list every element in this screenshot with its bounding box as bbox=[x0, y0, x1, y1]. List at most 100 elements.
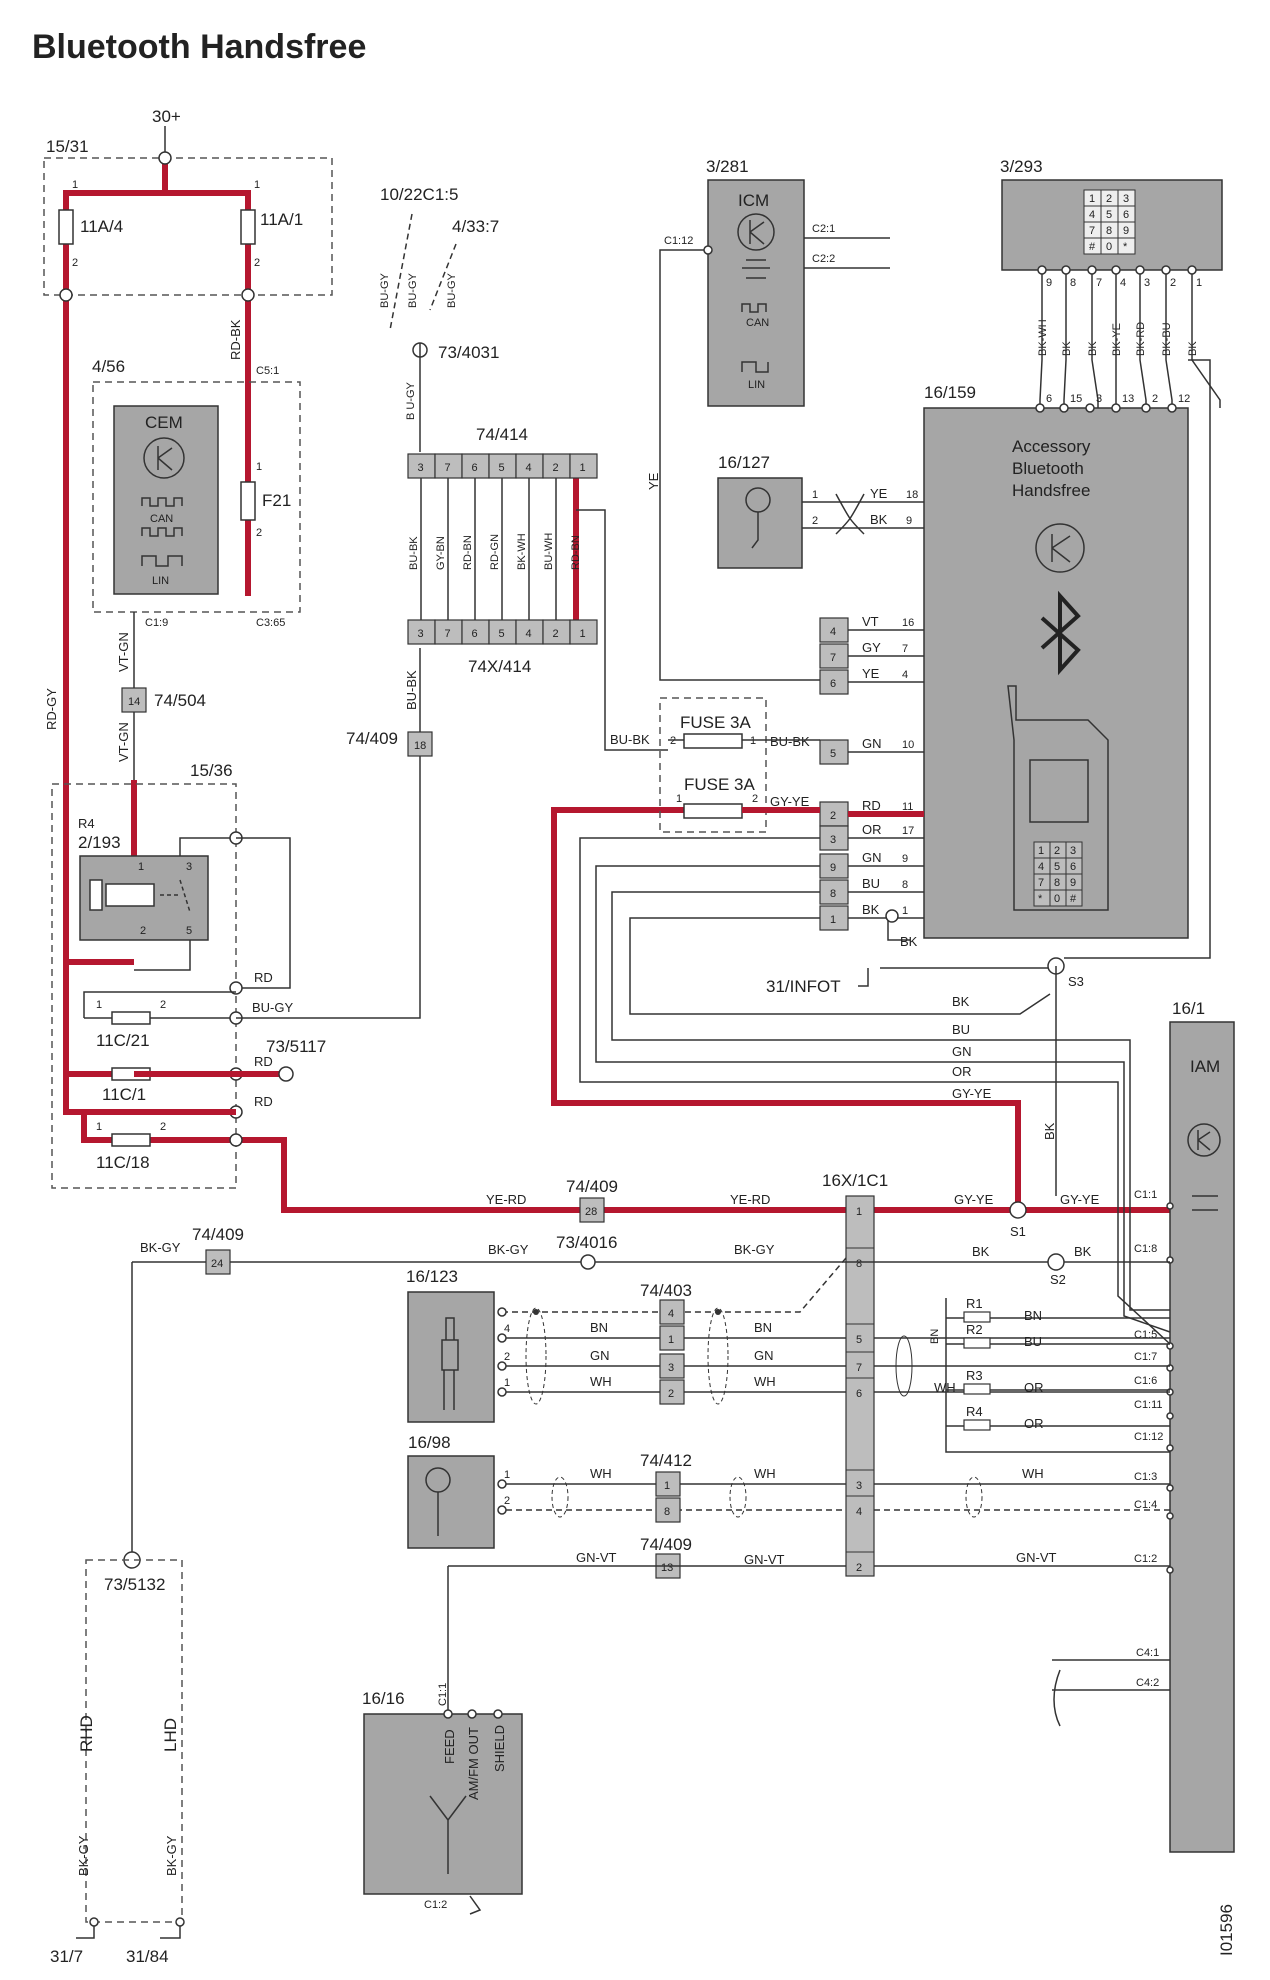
pin-414-4-label: 4 bbox=[526, 462, 532, 474]
svg-text:8: 8 bbox=[1070, 277, 1076, 289]
svg-text:RHD: RHD bbox=[77, 1715, 96, 1752]
svg-text:#: # bbox=[1089, 241, 1096, 253]
wire-label-414: GY-BN bbox=[435, 536, 447, 570]
pin-74x414-1 bbox=[569, 619, 598, 645]
svg-text:LHD: LHD bbox=[161, 1718, 180, 1752]
svg-text:VT-GN: VT-GN bbox=[116, 722, 131, 762]
kp-wire-label: BK-YE bbox=[1111, 323, 1123, 356]
splice-73-5117 bbox=[278, 1066, 294, 1082]
wire-label-414: RD-BN bbox=[570, 535, 582, 570]
svg-text:BK: BK bbox=[900, 934, 918, 949]
component-16-98 bbox=[407, 1455, 495, 1549]
svg-text:13: 13 bbox=[1122, 393, 1134, 405]
red-wire-11c18 bbox=[63, 1074, 236, 1143]
iam-pin-c1_2: C1:2 bbox=[1134, 1553, 1157, 1565]
svg-text:C1:1: C1:1 bbox=[437, 1683, 449, 1706]
block-pin-7-label: 7 bbox=[830, 652, 836, 664]
kp-wire-label: BK bbox=[1061, 341, 1073, 356]
pin-414-4 bbox=[515, 453, 544, 479]
svg-text:BK: BK bbox=[870, 512, 888, 527]
svg-text:BK: BK bbox=[952, 994, 970, 1009]
svg-text:RD-BK: RD-BK bbox=[228, 319, 243, 360]
pin-74x414-7-label: 7 bbox=[445, 628, 451, 640]
svg-text:C2:1: C2:1 bbox=[812, 223, 835, 235]
svg-text:3: 3 bbox=[1070, 845, 1076, 857]
pin-74x414-2-label: 2 bbox=[553, 628, 559, 640]
svg-text:BK-GY: BK-GY bbox=[488, 1242, 529, 1257]
c16x-pin-5: 5 bbox=[856, 1334, 862, 1346]
svg-text:Bluetooth: Bluetooth bbox=[1012, 459, 1084, 478]
svg-text:BU-BK: BU-BK bbox=[770, 734, 810, 749]
svg-text:WH: WH bbox=[934, 1380, 956, 1395]
splice-73-4016 bbox=[580, 1254, 596, 1270]
svg-text:15/36: 15/36 bbox=[190, 761, 233, 780]
svg-text:2/193: 2/193 bbox=[78, 833, 121, 852]
block-pin-9-label: 9 bbox=[830, 862, 836, 874]
svg-text:OR: OR bbox=[1024, 1416, 1044, 1431]
svg-text:WH: WH bbox=[590, 1374, 612, 1389]
pin-74x414-7 bbox=[434, 619, 463, 645]
svg-text:LIN: LIN bbox=[152, 575, 169, 587]
svg-text:C4:1: C4:1 bbox=[1136, 1647, 1159, 1659]
svg-text:3/293: 3/293 bbox=[1000, 157, 1043, 176]
svg-text:18: 18 bbox=[414, 740, 426, 752]
svg-text:YE-RD: YE-RD bbox=[486, 1192, 526, 1207]
svg-text:R4: R4 bbox=[78, 816, 95, 831]
svg-text:BU-GY: BU-GY bbox=[252, 1000, 294, 1015]
svg-text:BN: BN bbox=[929, 1329, 941, 1344]
pin-414-2-label: 2 bbox=[553, 462, 559, 474]
svg-text:S1: S1 bbox=[1010, 1224, 1026, 1239]
svg-text:4: 4 bbox=[1038, 861, 1044, 873]
svg-text:FUSE 3A: FUSE 3A bbox=[680, 713, 752, 732]
svg-text:R3: R3 bbox=[966, 1368, 983, 1383]
svg-text:RD: RD bbox=[254, 970, 273, 985]
svg-text:BK: BK bbox=[1074, 1244, 1092, 1259]
kp-wire-label: BK bbox=[1187, 341, 1199, 356]
svg-text:C1:9: C1:9 bbox=[145, 617, 168, 629]
svg-text:*: * bbox=[1038, 893, 1043, 905]
label-f21: F21 bbox=[262, 491, 291, 510]
svg-text:C1:2: C1:2 bbox=[424, 1899, 447, 1911]
iam-pin-c1_6: C1:6 bbox=[1134, 1375, 1157, 1387]
svg-text:16/16: 16/16 bbox=[362, 1689, 405, 1708]
svg-text:9: 9 bbox=[902, 853, 908, 865]
svg-text:10: 10 bbox=[902, 739, 914, 751]
pin-412-1 bbox=[655, 1471, 681, 1497]
svg-text:VT: VT bbox=[862, 614, 879, 629]
svg-text:R1: R1 bbox=[966, 1296, 983, 1311]
svg-text:YE: YE bbox=[870, 486, 888, 501]
c16x-pin-8: 8 bbox=[856, 1258, 862, 1270]
svg-text:73/5132: 73/5132 bbox=[104, 1575, 165, 1594]
svg-text:R4: R4 bbox=[966, 1404, 983, 1419]
svg-text:7: 7 bbox=[1096, 277, 1102, 289]
svg-text:2: 2 bbox=[256, 527, 262, 539]
svg-text:GY-YE: GY-YE bbox=[1060, 1192, 1100, 1207]
svg-text:11C/18: 11C/18 bbox=[96, 1153, 150, 1172]
iam-pin-c1_1: C1:1 bbox=[1134, 1189, 1157, 1201]
fuse-11c21 bbox=[111, 1011, 151, 1025]
svg-text:8: 8 bbox=[1054, 877, 1060, 889]
svg-text:73/4031: 73/4031 bbox=[438, 343, 499, 362]
connector-16x-1c1 bbox=[845, 1195, 875, 1577]
svg-text:GN: GN bbox=[952, 1044, 972, 1059]
svg-text:OR: OR bbox=[1024, 1380, 1044, 1395]
svg-text:73/4016: 73/4016 bbox=[556, 1233, 617, 1252]
svg-text:6: 6 bbox=[1046, 393, 1052, 405]
svg-text:74/403: 74/403 bbox=[640, 1281, 692, 1300]
svg-text:31/7: 31/7 bbox=[50, 1947, 83, 1966]
svg-text:CAN: CAN bbox=[150, 513, 173, 525]
bluetooth-icon bbox=[1040, 590, 1081, 676]
label-74-504: 74/504 bbox=[154, 691, 206, 710]
block-pin-5 bbox=[819, 739, 849, 765]
svg-text:1: 1 bbox=[1038, 845, 1044, 857]
svg-text:9: 9 bbox=[906, 515, 912, 527]
iam-pin-c1_11: C1:11 bbox=[1134, 1399, 1163, 1411]
svg-text:4/33:7: 4/33:7 bbox=[452, 217, 499, 236]
svg-text:1: 1 bbox=[72, 179, 78, 191]
svg-text:Handsfree: Handsfree bbox=[1012, 481, 1090, 500]
svg-text:YE: YE bbox=[862, 666, 880, 681]
svg-text:2: 2 bbox=[752, 793, 758, 805]
svg-text:CAN: CAN bbox=[746, 317, 769, 329]
